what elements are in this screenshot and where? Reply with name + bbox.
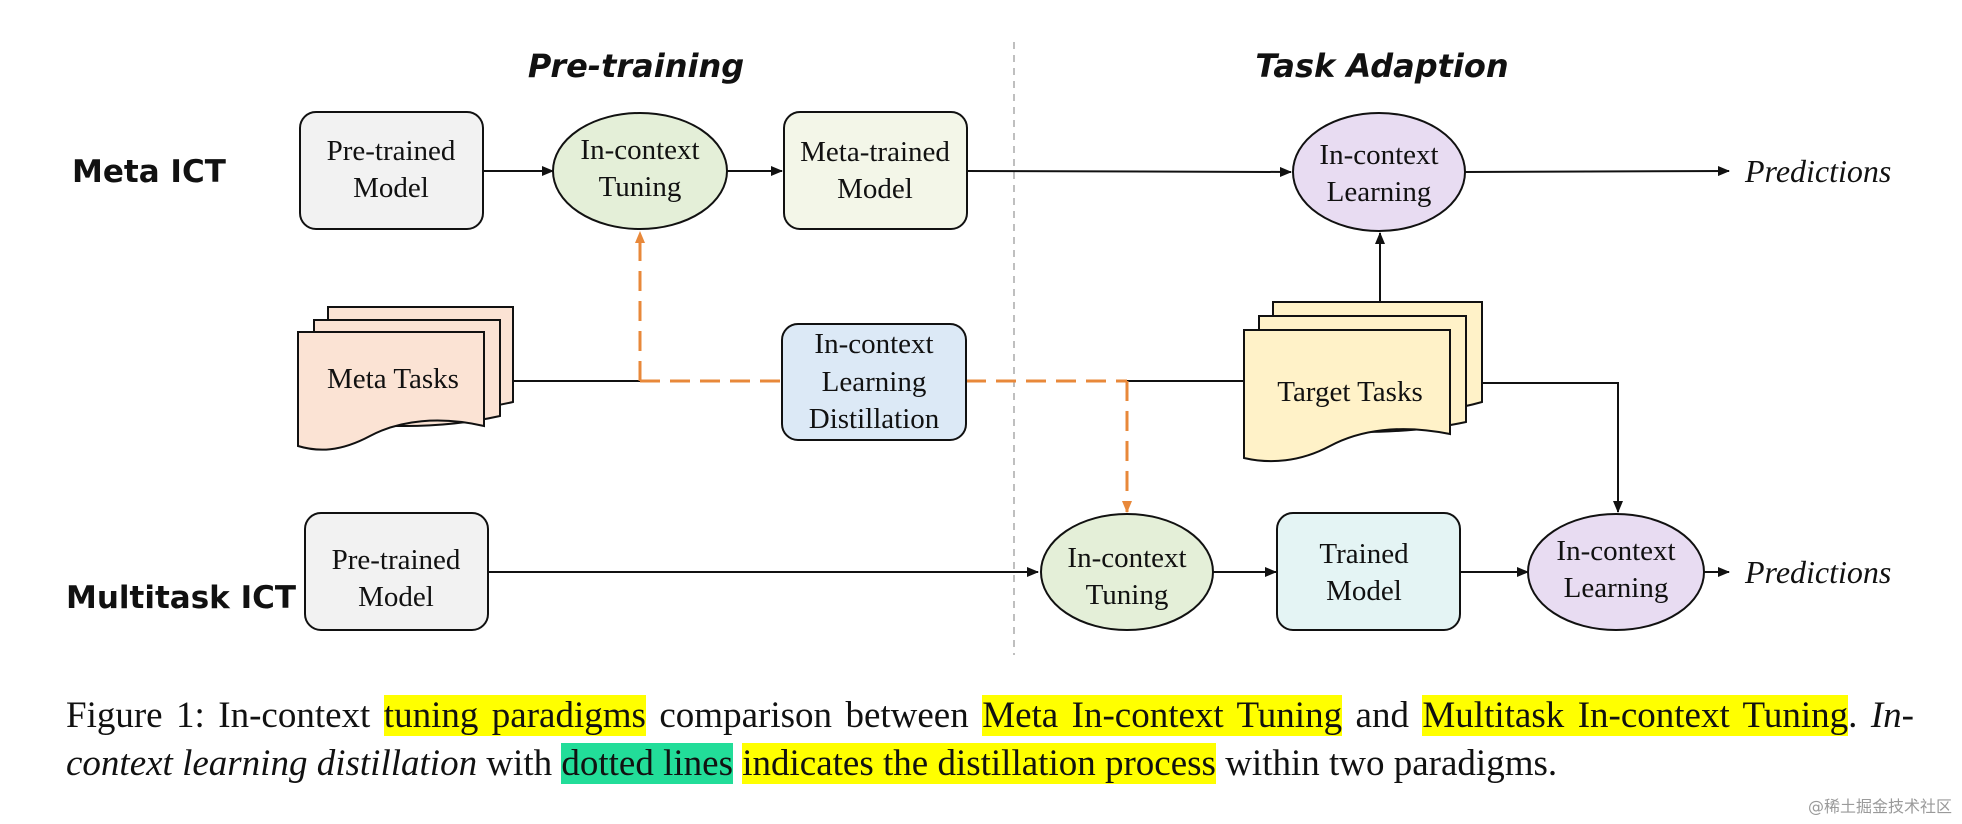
node-text-line: Meta Tasks	[327, 363, 459, 395]
caption-highlight: tuning paradigms	[383, 695, 646, 736]
predictions-multitask: Predictions	[1744, 554, 1891, 590]
node-text-line: Distillation	[809, 403, 940, 435]
predictions-meta: Predictions	[1744, 153, 1891, 189]
row-label-multitask-ict: Multitask ICT	[66, 580, 296, 616]
node-text-line: In-context	[1067, 542, 1186, 574]
node-text-line: Target Tasks	[1277, 376, 1422, 408]
header-task-adaption: Task Adaption	[1255, 47, 1508, 85]
caption-text	[733, 743, 742, 784]
node-text-line: Tuning	[1086, 579, 1169, 611]
node-text-line: Pre-trained	[327, 135, 456, 167]
watermark: @稀土掘金技术社区	[1808, 797, 1952, 816]
row-label-meta-ict: Meta ICT	[72, 154, 226, 190]
node-text-line: Tuning	[599, 171, 682, 203]
node-text-line: Model	[837, 173, 913, 205]
connectors	[483, 166, 1730, 577]
arrow-targettasks-to-multi-learning	[1482, 382, 1623, 513]
caption-text: with	[477, 743, 562, 784]
caption-highlight: indicates the distillation process	[742, 743, 1216, 784]
distillation-lines	[635, 231, 1132, 513]
caption-text: Figure 1: In-context	[66, 695, 384, 736]
node-meta-tasks: Meta Tasks	[297, 306, 514, 451]
node-trained-model: Trained Model	[1276, 512, 1461, 631]
caption-italic: In-context learning distillation	[66, 695, 1914, 784]
caption-text: comparison between	[645, 695, 983, 736]
node-text-line: In-context	[1319, 139, 1438, 171]
arrow-metatrained-to-learning	[966, 166, 1292, 177]
figure-caption: Figure 1: In-context tuning paradigms co…	[66, 692, 1914, 788]
node-text-line: Learning	[822, 366, 927, 398]
header-pretraining: Pre-training	[528, 47, 744, 85]
caption-text: within two paradigms.	[1215, 743, 1558, 784]
node-in-context-learning-distillation: In-context Learning Distillation	[781, 323, 967, 441]
node-meta-trained-model: Meta-trained Model	[783, 111, 968, 230]
caption-text: and	[1342, 695, 1423, 736]
node-text-line: Model	[358, 581, 434, 613]
node-text-line: Model	[1326, 575, 1402, 607]
caption-text: .	[1848, 695, 1871, 736]
caption-highlight: Meta In-context Tuning	[982, 695, 1343, 736]
node-target-tasks: Target Tasks	[1243, 301, 1483, 463]
node-text-line: Meta-trained	[800, 136, 950, 168]
node-text-line: Pre-trained	[332, 544, 461, 576]
arrow-learning-to-predictions	[1464, 166, 1730, 177]
node-text-line: In-context	[1556, 535, 1675, 567]
node-text-line: In-context	[814, 328, 933, 360]
node-text-line: Learning	[1327, 176, 1432, 208]
node-multi-in-context-tuning: In-context Tuning	[1040, 513, 1214, 631]
node-text-line: Model	[353, 172, 429, 204]
node-text-line: In-context	[580, 134, 699, 166]
caption-highlight: Multitask In-context Tuning	[1422, 695, 1849, 736]
node-meta-in-context-tuning: In-context Tuning	[552, 112, 728, 230]
node-meta-in-context-learning: In-context Learning	[1292, 112, 1466, 232]
node-meta-pretrained-model: Pre-trained Model	[299, 111, 484, 230]
diagram: Pre-training Task Adaption Meta ICT Mult…	[66, 42, 1891, 655]
node-text-line: Learning	[1564, 572, 1669, 604]
node-multi-pretrained-model: Pre-trained Model	[304, 512, 489, 631]
node-text-line: Trained	[1319, 538, 1409, 570]
node-multi-in-context-learning: In-context Learning	[1527, 513, 1705, 631]
caption-highlight-green: dotted lines	[561, 743, 733, 784]
